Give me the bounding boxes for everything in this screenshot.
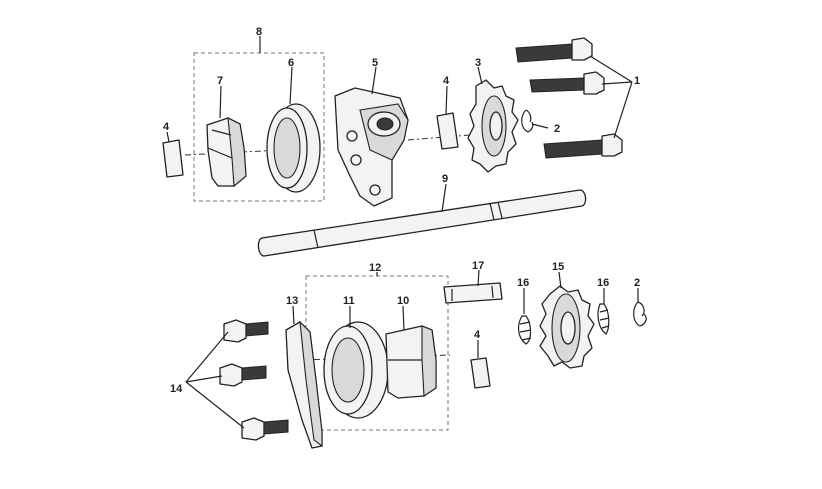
group-box-8 (193, 52, 325, 202)
callout-7: 7 (217, 75, 223, 87)
callout-8: 8 (256, 26, 262, 38)
key-part-4-left (162, 139, 184, 178)
callout-6: 6 (288, 57, 294, 69)
callout-5: 5 (372, 57, 378, 69)
cover-plate-part-13 (285, 320, 323, 449)
sprocket-part-15 (539, 285, 595, 369)
circlip-part-2-bottom (633, 301, 647, 327)
key-part-4-middle (436, 112, 459, 150)
bolt-part-1-b (529, 71, 605, 95)
outer-rotor-part-6 (266, 103, 321, 193)
bolt-part-14-b (219, 363, 267, 387)
callout-15: 15 (552, 261, 564, 273)
callout-13: 13 (286, 295, 298, 307)
washer-part-16-right (597, 303, 610, 335)
circlip-part-2-top (521, 109, 534, 133)
callout-4-bottom: 4 (474, 329, 481, 341)
callout-labels: 8 7 6 5 4 3 4 2 1 9 12 17 15 16 16 2 13 … (163, 26, 640, 395)
outer-rotor-part-11 (323, 321, 389, 419)
callout-4-left: 4 (163, 121, 170, 133)
key-part-4-bottom (470, 357, 491, 389)
leader-lines (166, 36, 639, 429)
callout-17: 17 (472, 260, 484, 272)
inner-rotor-part-10 (385, 325, 437, 399)
callout-1: 1 (634, 75, 640, 87)
pin-part-17 (443, 282, 503, 304)
callout-2-top: 2 (554, 123, 560, 135)
pump-body-part-5 (334, 87, 409, 207)
callout-12: 12 (369, 262, 381, 274)
sprocket-part-3 (467, 79, 519, 173)
callout-2-bottom: 2 (634, 277, 640, 289)
washer-part-16-left (517, 315, 532, 345)
callout-10: 10 (397, 295, 409, 307)
callout-3: 3 (475, 57, 481, 69)
bolt-part-1-a (515, 37, 593, 63)
bolt-part-1-c (543, 133, 623, 159)
callout-16-left: 16 (517, 277, 529, 289)
callout-4-middle: 4 (443, 75, 450, 87)
bolt-part-14-c (241, 417, 289, 441)
callout-16-right: 16 (597, 277, 609, 289)
shaft-part-9 (257, 189, 587, 257)
callout-14: 14 (170, 383, 183, 395)
inner-rotor-part-7 (206, 117, 247, 188)
bolt-part-14-a (223, 319, 269, 343)
callout-11: 11 (343, 295, 355, 307)
callout-9: 9 (442, 173, 448, 185)
